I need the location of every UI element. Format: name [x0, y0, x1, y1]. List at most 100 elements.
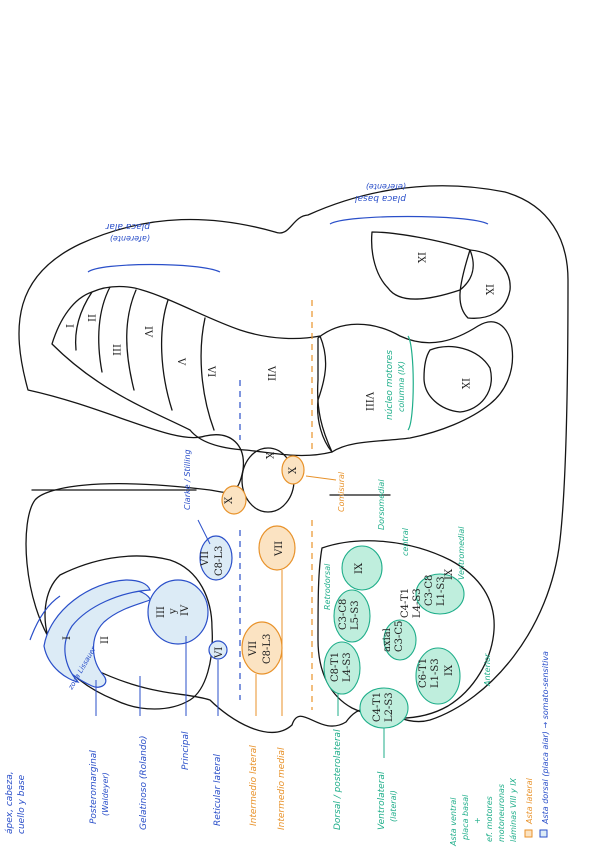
placa-basal-label: placa basal	[355, 193, 407, 203]
lamina-iii-iv-c: IV	[180, 604, 191, 616]
brackets	[87, 215, 489, 431]
apex-label: ápex, cabeza,	[5, 771, 15, 834]
lamina-x-right	[281, 455, 305, 485]
annotation-labels: placa alar (aferente) placa basal (efere…	[5, 182, 550, 847]
lamina-ix-box	[370, 231, 474, 300]
placa-basal-sub: (eferente)	[366, 182, 406, 191]
lamina-x-left	[221, 485, 247, 515]
lamina-ii: II	[85, 314, 96, 322]
upper-grey-horn	[51, 285, 333, 457]
comisural-label: Comisural	[337, 471, 346, 512]
placa-alar-sub: (aferente)	[110, 234, 150, 243]
lamina-i-ventral: I	[62, 636, 73, 640]
lamina-ix-box-3	[423, 346, 492, 413]
placa-basal-note: placa basal	[461, 794, 470, 841]
posteromarginal-sub: (Waldeyer)	[101, 772, 110, 816]
ef-motores: ef. motores	[485, 796, 494, 842]
asta-lateral-label: Asta lateral	[525, 777, 534, 825]
nucleus-ventromedial	[415, 573, 465, 615]
anterior-ix: IX	[444, 664, 455, 676]
lamina-ix-a: IX	[415, 252, 426, 264]
nucleus-retrodorsal	[333, 589, 371, 643]
laminas-note: láminas VIII y IX	[509, 777, 518, 842]
asta-ventral-label: Asta ventral	[449, 797, 458, 847]
lamina-divider-2	[98, 286, 111, 373]
dorsomedial-ix: IX	[354, 562, 365, 574]
nucleo-motor-sub: columna (IX)	[397, 361, 406, 412]
central-label: central	[401, 527, 410, 556]
dorsal-posterolateral-label: Dorsal / posterolateral	[333, 729, 343, 830]
cord-outlines	[18, 185, 569, 733]
lamina-iii: III	[110, 344, 121, 356]
clarke-nucleus	[199, 535, 233, 581]
lamina-divider-4	[160, 299, 173, 411]
central-level-3: L4-S3	[412, 588, 423, 618]
lamina-i-strip	[43, 579, 151, 683]
nucleo-motor-label: núcleo motores	[385, 350, 395, 420]
nucleus-dorsal-posterolateral	[323, 641, 361, 695]
lamina-x-right-text: X	[288, 466, 299, 474]
reticular-lateral-node	[208, 640, 228, 660]
anterior-level-2: L1-S3	[430, 658, 441, 688]
cord-outline	[18, 185, 569, 733]
anterior-label: Anterior	[483, 653, 492, 687]
ventromedial-level-1: C3-C8	[424, 575, 435, 606]
lamina-ii-ventral: II	[100, 636, 111, 644]
lamina-text: I II III IV V VI VII VIII IX IX IX X I I…	[62, 252, 494, 722]
intermedio-lateral-label: Intermedio lateral	[249, 745, 259, 826]
central-level-2: C4-T1	[400, 588, 411, 618]
ventrolateral-level-1: C4-T1	[372, 692, 383, 722]
intermedio-medial-label: Intermedio medial	[277, 747, 287, 830]
clarke-label: Clarke / Stilling	[183, 449, 192, 510]
intermediomedial-nucleus	[258, 525, 296, 571]
ventral-grey-horn	[316, 321, 514, 453]
orange-nuclei	[221, 455, 305, 675]
retrodorsal-label: Retrodorsal	[323, 563, 332, 610]
arrow-sign: +	[473, 817, 482, 824]
lamina-iii-iv-a: III	[156, 606, 167, 618]
zona-lissauer-line	[29, 595, 61, 641]
lamina-i: I	[63, 324, 74, 328]
lower-grey-horn-left	[44, 555, 213, 710]
lamina-x-left-text: X	[224, 496, 235, 504]
central-level: C3-C5	[394, 621, 405, 652]
green-nuclei	[323, 545, 465, 729]
ventrolateral-label: Ventrolateral	[377, 771, 387, 830]
lamina-v: V	[175, 357, 186, 366]
asta-dorsal-label: Asta dorsal (placa alar) → somato-sensit…	[541, 651, 550, 825]
clarke-level: C8-L3	[214, 546, 225, 576]
gelatinoso-label: Gelatinoso (Rolando)	[139, 735, 149, 830]
lamina-iv: IV	[142, 326, 153, 338]
ventromedial-level-2: L1-S3	[436, 576, 447, 606]
principal-label: Principal	[181, 731, 191, 770]
nucleus-anterior	[415, 647, 461, 705]
dorsal-level-1: C8-T1	[330, 652, 341, 682]
lamina-x: X	[263, 452, 274, 460]
lower-grey-horn-right	[317, 540, 495, 719]
dorsal-level-2: L4-S3	[342, 652, 353, 682]
blue-nuclei	[29, 535, 233, 688]
retrodorsal-level-1: C3-C8	[338, 599, 349, 630]
lamina-ix-b: IX	[483, 284, 494, 296]
ef-motores-2: motoneuronas	[497, 784, 506, 842]
lamina-ix-box-2	[459, 249, 511, 319]
lamina-viii: VIII	[363, 391, 374, 411]
lamina-iii-iv-region	[147, 579, 209, 645]
ventrolateral-level-2: L2-S3	[384, 692, 395, 722]
clarke-vii: VII	[200, 551, 211, 567]
lamina-vi: VI	[205, 365, 216, 377]
ventromedial-ix: IX	[444, 568, 455, 580]
nucleus-central	[383, 619, 417, 661]
asta-dorsal-swatch	[539, 829, 548, 838]
intermediomedial-vii: VII	[274, 541, 285, 557]
placa-alar-label: placa alar	[104, 221, 151, 231]
nucleus-dorsomedial	[341, 545, 383, 591]
ventrolateral-sub: (lateral)	[389, 790, 398, 822]
apex-label-2: cuello y base	[17, 774, 27, 834]
lamina-divider-3	[126, 289, 137, 391]
intermediolateral-level: C8-L3	[262, 634, 273, 664]
lamina-divider-1	[74, 291, 93, 351]
posteromarginal-label: Posteromarginal	[89, 750, 99, 824]
retrodorsal-level-2: L5-S3	[350, 600, 361, 630]
